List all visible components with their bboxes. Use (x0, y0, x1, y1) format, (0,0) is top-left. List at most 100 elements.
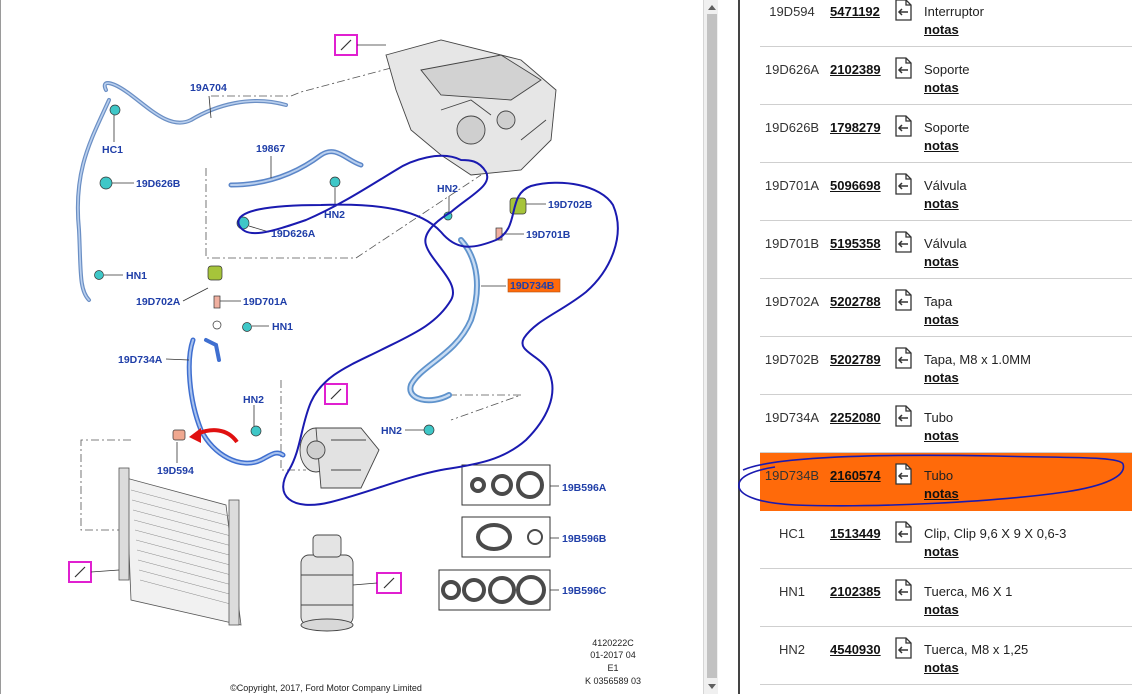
return-arrow-icon[interactable] (892, 519, 914, 545)
notes-link[interactable]: notas (924, 196, 959, 211)
pane-divider[interactable] (738, 0, 740, 694)
part-description: Tubo (924, 468, 954, 483)
notes-link[interactable]: notas (924, 312, 959, 327)
callout-19D626A[interactable]: 19D626A (271, 228, 316, 240)
part-description: Tuerca, M6 X 1 (924, 584, 1013, 599)
return-arrow-icon[interactable] (892, 577, 914, 603)
notes-link[interactable]: notas (924, 22, 959, 37)
part-number-link[interactable]: 1798279 (830, 120, 881, 135)
diagram-ref: K 0356589 03 (585, 676, 641, 686)
part-number-link[interactable]: 2252080 (830, 410, 881, 425)
hose-19867 (228, 149, 364, 188)
part-number-link[interactable]: 5195358 (830, 236, 881, 251)
notes-link[interactable]: notas (924, 370, 959, 385)
callout-19D734B[interactable]: 19D734B (510, 280, 555, 292)
return-arrow-icon[interactable] (892, 171, 914, 197)
part-number-link[interactable]: 2102389 (830, 62, 881, 77)
notes-link[interactable]: notas (924, 254, 959, 269)
return-arrow-icon[interactable] (892, 461, 914, 487)
notes-link[interactable]: notas (924, 602, 959, 617)
return-arrow-icon[interactable] (892, 287, 914, 313)
callout-19B596A[interactable]: 19B596A (562, 482, 607, 494)
part-number-link[interactable]: 2160574 (830, 468, 881, 483)
fitting-hc1 (109, 104, 121, 116)
callout-19D594[interactable]: 19D594 (157, 465, 194, 477)
notes-link[interactable]: notas (924, 486, 959, 501)
diagram-code: 4120222C (592, 638, 634, 648)
scroll-thumb[interactable] (707, 14, 717, 678)
cap-19d702b (509, 197, 527, 215)
part-description: Clip, Clip 9,6 X 9 X 0,6-3 (924, 526, 1067, 541)
part-number-link[interactable]: 2102385 (830, 584, 881, 599)
notes-link[interactable]: notas (924, 138, 959, 153)
return-arrow-icon[interactable] (892, 403, 914, 429)
return-arrow-icon[interactable] (892, 0, 914, 23)
chevron-up-icon (708, 5, 716, 10)
notes-link[interactable]: notas (924, 660, 959, 675)
return-arrow-icon[interactable] (892, 635, 914, 661)
part-number-link[interactable]: 5096698 (830, 178, 881, 193)
seal-panels (438, 464, 551, 611)
diagram-scrollbar[interactable] (703, 0, 718, 694)
callout-19A704[interactable]: 19A704 (190, 82, 227, 94)
part-number-link[interactable]: 5202788 (830, 294, 881, 309)
callout-HC1[interactable]: HC1 (102, 144, 123, 156)
part-row[interactable]: 19D702B 5202789 Tapa, M8 x 1.0MM notas (760, 337, 1132, 395)
callout-19D701A[interactable]: 19D701A (243, 296, 288, 308)
fitting-hn2-top (329, 176, 341, 188)
part-description: Tubo (924, 410, 954, 425)
diagram-pane: 19A704 HC1 19D626B 19867 HN2 19D626A HN2… (0, 0, 642, 694)
notes-link[interactable]: notas (924, 428, 959, 443)
callout-HN1-mid[interactable]: HN1 (272, 321, 293, 333)
callout-HN2-top[interactable]: HN2 (324, 209, 345, 221)
part-ref: 19D626B (764, 120, 820, 135)
return-arrow-icon[interactable] (892, 345, 914, 371)
return-arrow-icon[interactable] (892, 229, 914, 255)
part-ref: 19D702B (764, 352, 820, 367)
scroll-up-button[interactable] (704, 0, 719, 16)
callout-19B596B[interactable]: 19B596B (562, 533, 607, 545)
return-arrow-icon[interactable] (892, 113, 914, 139)
return-arrow-icon[interactable] (892, 55, 914, 81)
cap-19d702a (207, 265, 223, 281)
part-number-link[interactable]: 1513449 (830, 526, 881, 541)
callout-19B596C[interactable]: 19B596C (562, 585, 607, 597)
callout-19D702B[interactable]: 19D702B (548, 199, 593, 211)
fitting-hn1-mid (242, 322, 252, 332)
callout-HN2-bottom[interactable]: HN2 (381, 425, 402, 437)
part-number-link[interactable]: 4540930 (830, 642, 881, 657)
part-ref: 19D701A (764, 178, 820, 193)
part-ref: HN2 (778, 642, 805, 657)
callout-19D701B[interactable]: 19D701B (526, 229, 571, 241)
part-number-link[interactable]: 5471192 (830, 4, 880, 19)
notes-link[interactable]: notas (924, 544, 959, 559)
part-ref: 19D702A (764, 294, 820, 309)
fitting-hn2-bottom (423, 424, 435, 436)
callout-HN1-left[interactable]: HN1 (126, 270, 147, 282)
part-description: Tapa, M8 x 1.0MM (924, 352, 1031, 367)
callout-19867[interactable]: 19867 (256, 143, 285, 155)
part-number-link[interactable]: 5202789 (830, 352, 881, 367)
callout-19D734A[interactable]: 19D734A (118, 354, 163, 366)
callout-19D702A[interactable]: 19D702A (136, 296, 181, 308)
callout-HN2-mid[interactable]: HN2 (437, 183, 458, 195)
scroll-down-button[interactable] (704, 678, 719, 694)
part-description: Soporte (924, 62, 970, 77)
callout-HN2-lower[interactable]: HN2 (243, 394, 264, 406)
callout-19D626B[interactable]: 19D626B (136, 178, 181, 190)
notes-link[interactable]: notas (924, 80, 959, 95)
hand-drawn-circle-annotation (237, 154, 619, 506)
